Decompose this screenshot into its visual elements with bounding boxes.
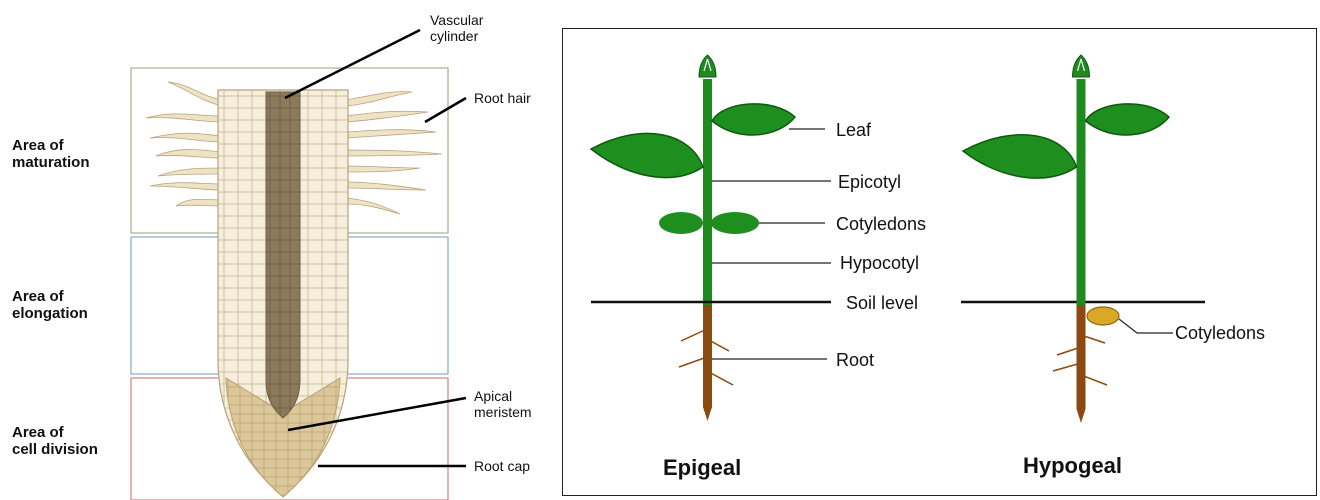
zone-label-cell-division: Area of cell division <box>12 424 98 458</box>
label-root: Root <box>836 350 874 370</box>
epigeal-stem <box>703 79 712 305</box>
germination-diagram <box>563 29 1318 497</box>
hypogeal-cotyledon-seed <box>1087 307 1119 325</box>
root-hairs-left <box>146 82 222 206</box>
root-hair-line <box>425 98 466 122</box>
label-hypocotyl: Hypocotyl <box>840 253 919 273</box>
vascular-cylinder <box>266 92 300 418</box>
hypogeal-plant <box>963 55 1169 423</box>
epigeal-cotyledon-right <box>711 212 759 234</box>
title-epigeal: Epigeal <box>663 455 741 481</box>
label-soil-level: Soil level <box>846 293 918 313</box>
callout-apical-meristem: Apical meristem <box>474 388 532 420</box>
epigeal-leaf-right <box>712 104 795 135</box>
label-cotyledons: Cotyledons <box>836 214 926 234</box>
hypogeal-leaf-left <box>963 135 1077 178</box>
hypogeal-stem <box>1077 79 1086 305</box>
title-hypogeal: Hypogeal <box>1023 453 1122 479</box>
epigeal-leaf-left <box>591 133 703 177</box>
label-leaf: Leaf <box>836 120 871 140</box>
hypogeal-leaf-right <box>1086 104 1170 135</box>
callout-vascular-cylinder: Vascular cylinder <box>430 12 483 44</box>
zone-label-elongation: Area of elongation <box>12 288 88 322</box>
label-epicotyl: Epicotyl <box>838 172 901 192</box>
hypogeal-root <box>1077 305 1086 423</box>
zone-label-maturation: Area of maturation <box>12 137 90 171</box>
germination-panel: Leaf Epicotyl Cotyledons Hypocotyl Soil … <box>562 28 1317 496</box>
epigeal-cotyledon-left <box>659 212 703 234</box>
epigeal-plant <box>591 55 795 421</box>
vascular-cylinder-line <box>285 30 420 98</box>
root-hairs-right <box>346 92 442 214</box>
label-cotyledons-hypogeal: Cotyledons <box>1175 323 1265 343</box>
callout-root-hair: Root hair <box>474 90 531 106</box>
epigeal-root <box>703 305 712 421</box>
callout-root-cap: Root cap <box>474 458 530 474</box>
